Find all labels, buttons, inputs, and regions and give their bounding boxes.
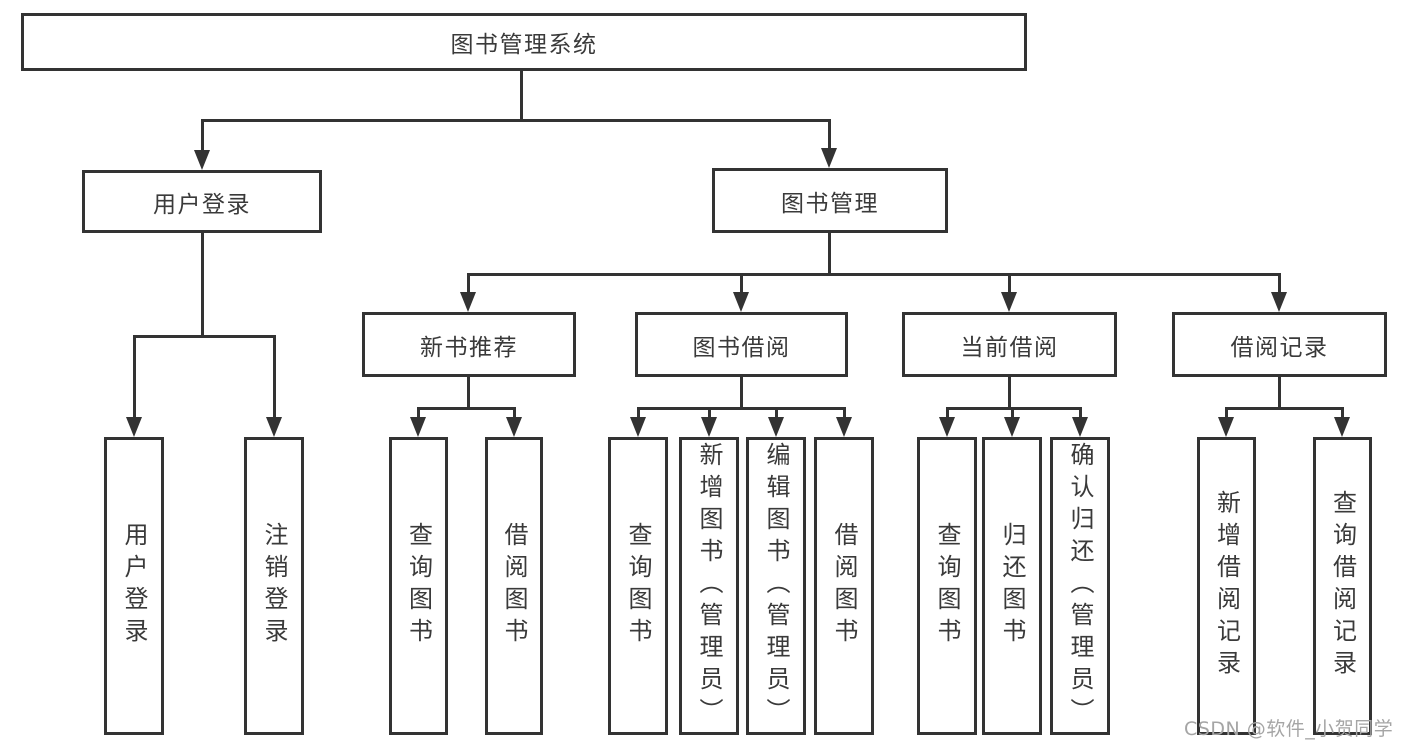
connector-rail xyxy=(637,407,846,410)
arrow-down-icon xyxy=(701,417,717,437)
connector-stem xyxy=(1278,273,1281,294)
arrow-down-icon xyxy=(630,417,646,437)
connector-stem xyxy=(1278,377,1281,407)
connector-stem xyxy=(843,407,846,419)
leaf-query-books-current: 查询图书 xyxy=(917,437,977,735)
arrow-down-icon xyxy=(821,148,837,168)
node-label: 新增图书（管理员） xyxy=(695,442,723,730)
connector-stem xyxy=(201,233,204,335)
connector-stem xyxy=(828,119,831,150)
node-label: 新增借阅记录 xyxy=(1212,490,1241,682)
csdn-watermark: CSDN @软件_小贺同学 xyxy=(1184,718,1394,740)
arrow-down-icon xyxy=(733,292,749,312)
node-label: 借阅记录 xyxy=(1230,334,1329,361)
connector-stem xyxy=(1011,407,1014,419)
arrow-down-icon xyxy=(506,417,522,437)
node-label: 查询借阅记录 xyxy=(1328,490,1357,682)
arrow-down-icon xyxy=(1271,292,1287,312)
connector-stem xyxy=(133,335,136,419)
connector-stem xyxy=(273,335,276,419)
node-label: 新书推荐 xyxy=(420,334,518,361)
node-borrow-records: 借阅记录 xyxy=(1172,312,1387,377)
connector-stem xyxy=(201,119,204,152)
leaf-add-books-admin: 新增图书（管理员） xyxy=(679,437,739,735)
connector-stem xyxy=(1079,407,1082,419)
connector-stem xyxy=(828,233,831,273)
connector-stem xyxy=(513,407,516,419)
arrow-down-icon xyxy=(460,292,476,312)
leaf-add-borrow-record: 新增借阅记录 xyxy=(1197,437,1256,735)
node-label: 图书借阅 xyxy=(692,334,791,361)
leaf-query-books-borrow: 查询图书 xyxy=(608,437,668,735)
node-label: 查询图书 xyxy=(933,522,961,650)
arrow-down-icon xyxy=(768,417,784,437)
leaf-borrow-books-recommend: 借阅图书 xyxy=(485,437,543,735)
leaf-user-login: 用户登录 xyxy=(104,437,164,735)
leaf-query-borrow-record: 查询借阅记录 xyxy=(1313,437,1372,735)
connector-stem xyxy=(708,407,711,419)
arrow-down-icon xyxy=(126,417,142,437)
connector-stem xyxy=(740,273,743,294)
leaf-edit-books-admin: 编辑图书（管理员） xyxy=(746,437,806,735)
node-label: 图书管理系统 xyxy=(450,32,598,58)
connector-stem xyxy=(946,407,949,419)
leaf-query-books-recommend: 查询图书 xyxy=(389,437,448,735)
node-label: 注销登录 xyxy=(260,522,288,650)
connector-stem xyxy=(520,71,523,119)
connector-stem xyxy=(740,377,743,407)
connector-stem xyxy=(1008,377,1011,407)
arrow-down-icon xyxy=(1218,417,1234,437)
arrow-down-icon xyxy=(410,417,426,437)
connector-stem xyxy=(637,407,640,419)
node-label: 图书管理 xyxy=(781,190,879,217)
node-label: 查询图书 xyxy=(404,522,433,650)
node-label: 用户登录 xyxy=(120,522,148,650)
arrow-down-icon xyxy=(939,417,955,437)
connector-stem xyxy=(1008,273,1011,294)
arrow-down-icon xyxy=(1004,417,1020,437)
leaf-logout-login: 注销登录 xyxy=(244,437,304,735)
arrow-down-icon xyxy=(836,417,852,437)
node-label: 查询图书 xyxy=(624,522,652,650)
connector-rail xyxy=(1225,407,1344,410)
connector-stem xyxy=(467,377,470,407)
connector-stem xyxy=(467,273,470,294)
connector-stem xyxy=(1341,407,1344,419)
connector-stem xyxy=(1225,407,1228,419)
node-user-login: 用户登录 xyxy=(82,170,322,233)
connector-stem xyxy=(775,407,778,419)
connector-rail xyxy=(467,273,1281,276)
node-label: 编辑图书（管理员） xyxy=(762,442,790,730)
node-label: 确认归还（管理员） xyxy=(1066,442,1094,730)
node-label: 借阅图书 xyxy=(830,522,858,650)
connector-rail xyxy=(946,407,1082,410)
node-label: 归还图书 xyxy=(998,522,1026,650)
node-current-borrow: 当前借阅 xyxy=(902,312,1117,377)
leaf-confirm-return-admin: 确认归还（管理员） xyxy=(1050,437,1110,735)
arrow-down-icon xyxy=(194,150,210,170)
node-new-book-recommend: 新书推荐 xyxy=(362,312,576,377)
node-root-library-management-system: 图书管理系统 xyxy=(21,13,1027,71)
arrow-down-icon xyxy=(1334,417,1350,437)
node-label: 用户登录 xyxy=(153,191,251,218)
node-label: 当前借阅 xyxy=(960,334,1059,361)
arrow-down-icon xyxy=(1072,417,1088,437)
node-book-management: 图书管理 xyxy=(712,168,948,233)
leaf-return-books: 归还图书 xyxy=(982,437,1042,735)
connector-rail xyxy=(201,119,831,122)
connector-stem xyxy=(417,407,420,419)
connector-rail xyxy=(417,407,516,410)
arrow-down-icon xyxy=(266,417,282,437)
arrow-down-icon xyxy=(1001,292,1017,312)
node-label: 借阅图书 xyxy=(500,522,528,650)
connector-rail xyxy=(133,335,276,338)
leaf-borrow-books: 借阅图书 xyxy=(814,437,874,735)
node-book-borrow: 图书借阅 xyxy=(635,312,848,377)
